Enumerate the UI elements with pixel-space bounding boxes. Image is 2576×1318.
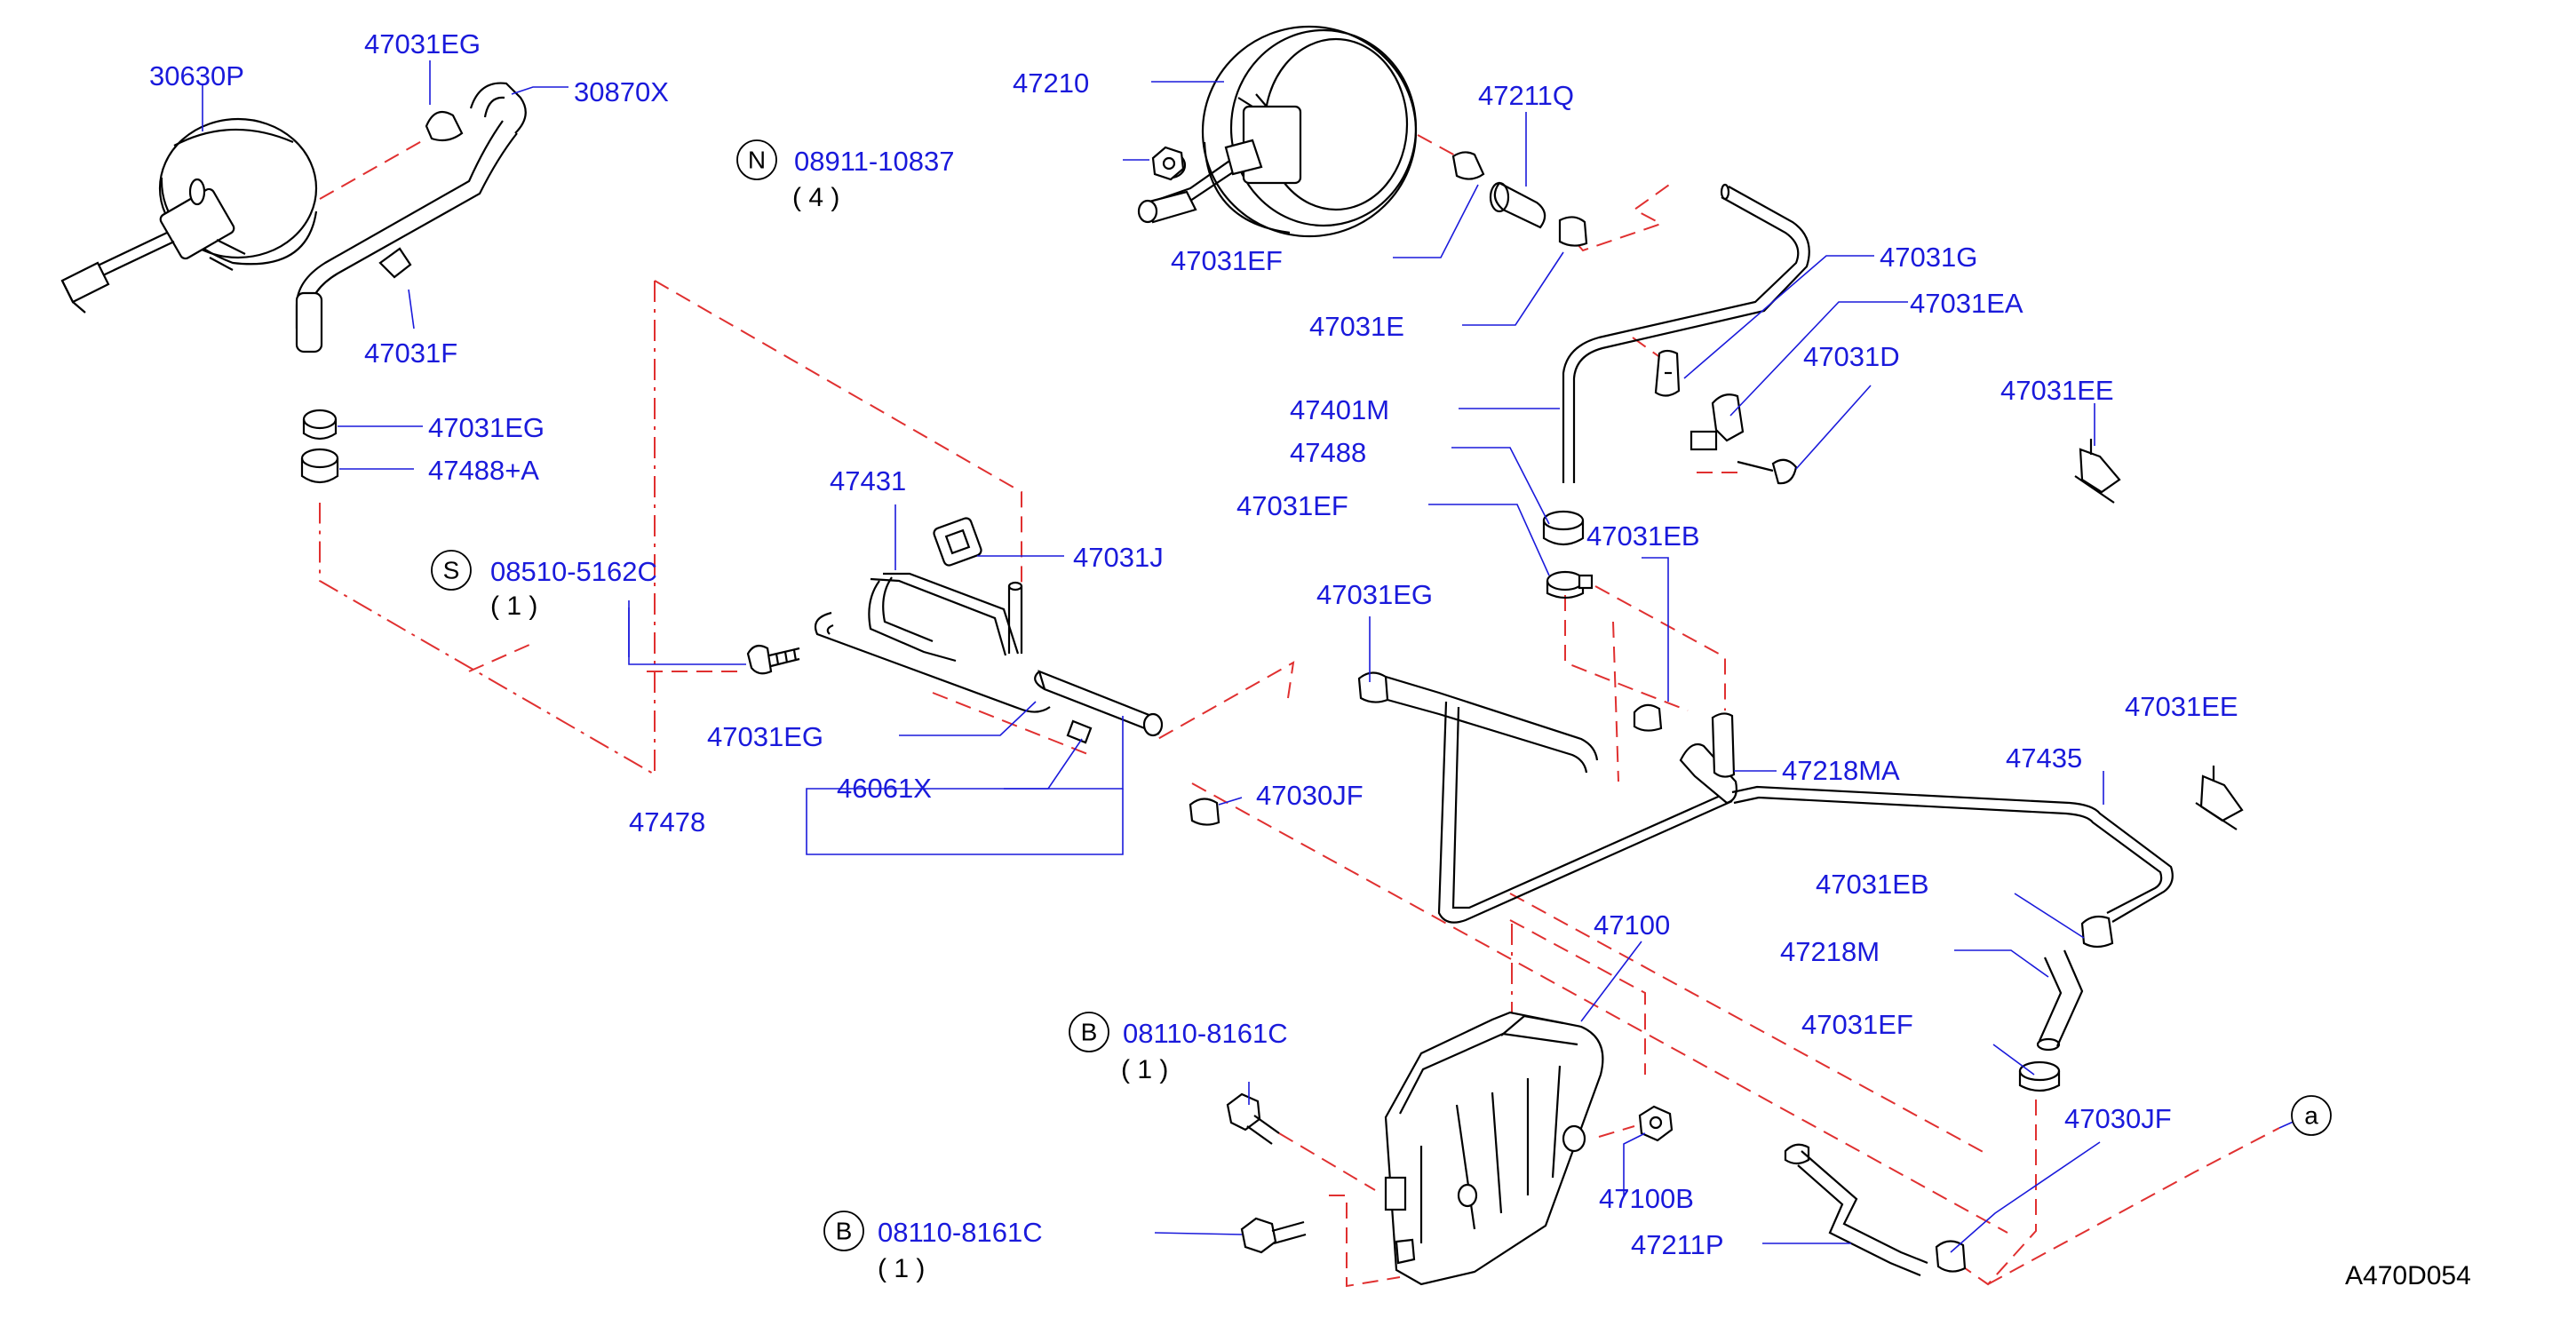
label-47435: 47435: [2006, 742, 2082, 774]
parts-art: [60, 25, 2244, 1286]
marker-a: a: [2304, 1102, 2318, 1130]
nut-08911: [1151, 146, 1185, 181]
label-47031F: 47031F: [364, 337, 457, 369]
label-47031EF-mid: 47031EF: [1236, 490, 1348, 521]
label-47030JF-lower: 47030JF: [2064, 1103, 2172, 1134]
label-47031EE-top: 47031EE: [2000, 375, 2114, 406]
grommets-left: [300, 409, 339, 484]
label-47210: 47210: [1013, 67, 1089, 99]
label-08911-qty: ( 4 ): [792, 183, 839, 212]
label-47488A: 47488+A: [428, 455, 539, 486]
label-47031EG-left: 47031EG: [428, 412, 545, 443]
circle-letter-N: N: [748, 147, 766, 174]
canister-47100: [1384, 1011, 1604, 1286]
label-30870X: 30870X: [574, 76, 669, 107]
label-47031J: 47031J: [1073, 542, 1164, 573]
label-47031EG-lower: 47031EG: [707, 721, 823, 752]
label-08110-bottom-qty: ( 1 ): [878, 1254, 925, 1283]
bolt-08510: [746, 644, 800, 675]
label-47478: 47478: [629, 806, 705, 838]
label-08110-8161C-bottom: 08110-8161C: [878, 1217, 1043, 1248]
pipe-47401M: [1562, 183, 1810, 483]
label-47031EB-mid: 47031EB: [1586, 520, 1700, 552]
leader-lines: [202, 60, 2296, 1253]
label-47031EA: 47031EA: [1910, 288, 2023, 319]
circle-letter-B-bottom: B: [836, 1218, 853, 1245]
hose-30870X: [295, 82, 527, 353]
label-47488: 47488: [1290, 437, 1366, 468]
label-47030JF-mid: 47030JF: [1256, 780, 1364, 811]
label-47218MA: 47218MA: [1782, 755, 1900, 786]
label-08510-5162C: 08510-5162C: [490, 556, 657, 587]
label-47031G: 47031G: [1880, 242, 1977, 273]
label-47211P: 47211P: [1631, 1229, 1724, 1260]
label-08510-qty: ( 1 ): [490, 592, 537, 621]
label-47031D: 47031D: [1803, 341, 1900, 372]
brake-booster-large: [1137, 25, 1418, 238]
clip-47031EE-top: [2074, 439, 2244, 830]
label-47100: 47100: [1594, 909, 1670, 941]
hose-47218MA: [1189, 671, 1737, 924]
grommet-47488: [1542, 510, 1594, 599]
label-47401M: 47401M: [1290, 394, 1389, 425]
label-47031EB-lower: 47031EB: [1816, 869, 1929, 900]
label-08110-8161C-top: 08110-8161C: [1123, 1018, 1288, 1049]
label-47031EF-lower: 47031EF: [1801, 1009, 1913, 1040]
hose-47218M: [2018, 949, 2084, 1092]
label-47431: 47431: [830, 465, 906, 496]
label-47031EE-lower: 47031EE: [2125, 691, 2238, 722]
brake-booster-small: [60, 117, 318, 314]
bolts-08110: [1226, 1092, 1307, 1254]
label-47031EG-center: 47031EG: [1316, 579, 1433, 610]
circle-letter-S: S: [443, 557, 460, 584]
nut-47100B: [1638, 1105, 1674, 1142]
label-08110-top-qty: ( 1 ): [1121, 1055, 1168, 1084]
pipe-47431: [814, 517, 1164, 744]
label-46061X: 46061X: [837, 773, 932, 804]
label-47100B: 47100B: [1599, 1183, 1694, 1214]
clips-right-top: [1654, 349, 1798, 485]
hose-47211Q: [1451, 151, 1588, 247]
label-30630P: 30630P: [149, 60, 244, 91]
label-47211Q: 47211Q: [1478, 80, 1574, 111]
circle-letter-B-top: B: [1081, 1019, 1098, 1046]
label-47031E: 47031E: [1309, 311, 1404, 342]
hose-47211P: [1784, 1143, 1967, 1277]
label-47031EF-top: 47031EF: [1171, 245, 1283, 276]
part-labels: 30630P 47031EG 30870X 47031F 47031EG 474…: [149, 28, 2471, 1290]
diagram-code: A470D054: [2345, 1261, 2471, 1290]
pipe-47435: [1731, 785, 2174, 949]
label-47031EG-top: 47031EG: [364, 28, 481, 60]
label-08911-10837: 08911-10837: [794, 146, 954, 177]
label-47218M: 47218M: [1780, 936, 1880, 967]
circle-markers: N S B B a: [431, 139, 2332, 1251]
